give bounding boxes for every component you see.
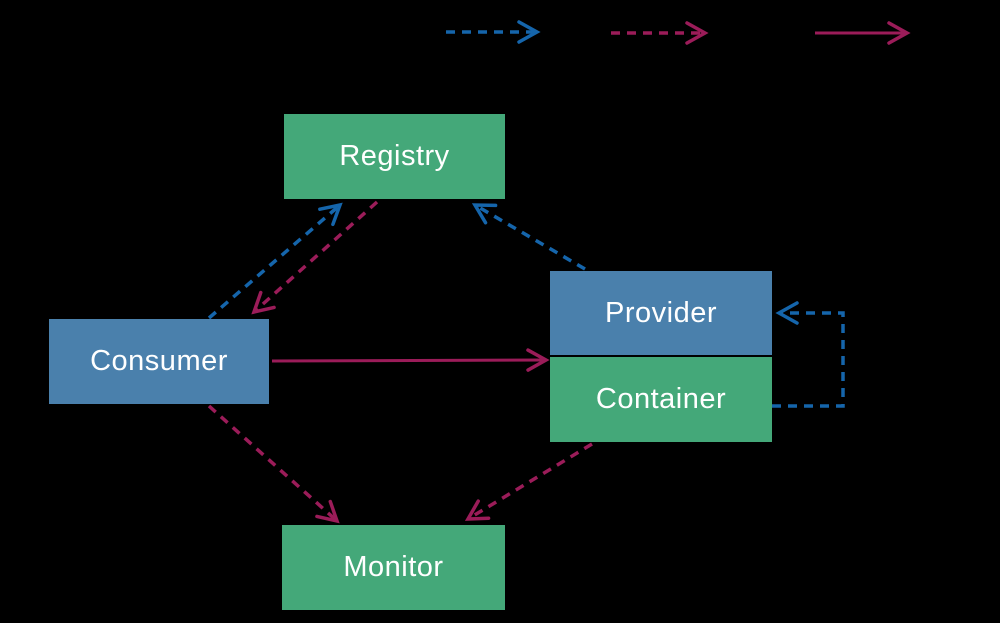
- edge-consumer-to-monitor: [207, 404, 340, 524]
- container-node: Container: [550, 357, 772, 442]
- provider-node: Provider: [550, 271, 772, 355]
- registry-node: Registry: [284, 114, 505, 199]
- edge-consumer-to-provider: [271, 348, 550, 372]
- edge-registry-to-consumer: [251, 200, 379, 315]
- registry-label: Registry: [339, 140, 450, 172]
- monitor-label: Monitor: [343, 551, 444, 583]
- monitor-node: Monitor: [282, 525, 505, 610]
- edge-container-to-provider-loop: [772, 301, 845, 408]
- consumer-label: Consumer: [90, 345, 228, 377]
- container-label: Container: [595, 383, 727, 415]
- consumer-node: Consumer: [49, 319, 269, 404]
- provider-label: Provider: [605, 296, 717, 329]
- edge-consumer-to-registry: [207, 202, 343, 320]
- edge-container-to-monitor: [464, 442, 593, 521]
- edge-provider-to-registry: [471, 203, 586, 271]
